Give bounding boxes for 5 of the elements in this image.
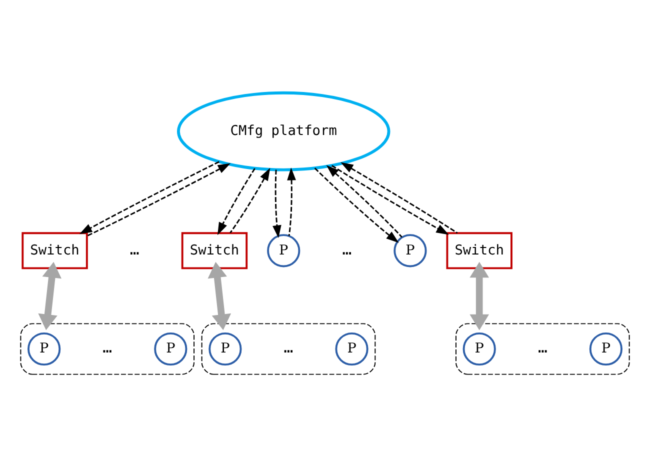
- label: …: [342, 240, 352, 258]
- label: …: [130, 240, 140, 258]
- label: …: [284, 338, 294, 356]
- label: …: [538, 338, 548, 356]
- label: …: [102, 338, 112, 356]
